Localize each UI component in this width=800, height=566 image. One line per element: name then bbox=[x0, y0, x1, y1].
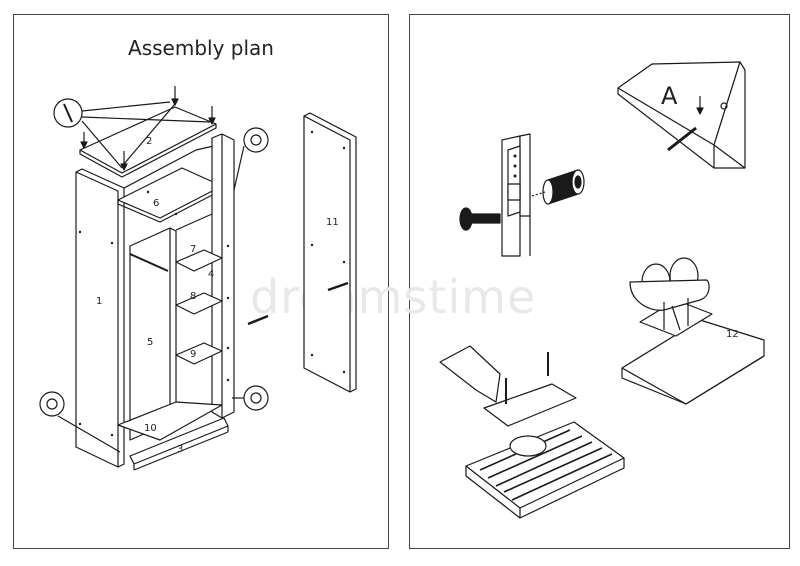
part-label: 12 bbox=[726, 329, 739, 340]
part-label: 3 bbox=[177, 444, 183, 455]
detail-a-corner-screw bbox=[617, 61, 746, 169]
shelf-9 bbox=[175, 342, 223, 365]
part-label: 4 bbox=[208, 269, 214, 280]
part-label: 6 bbox=[153, 198, 159, 209]
panel-10-bottom bbox=[117, 401, 223, 441]
screw-icon bbox=[327, 281, 349, 292]
part-label: 8 bbox=[190, 291, 196, 302]
panel-1-left-side bbox=[75, 171, 119, 468]
cam-lock-callout-icon bbox=[39, 391, 65, 417]
part-label: 10 bbox=[144, 423, 157, 434]
cam-lock-callout-icon bbox=[243, 385, 269, 411]
detail-label-a: A bbox=[661, 82, 678, 110]
cam-lock-callout-icon bbox=[243, 127, 269, 153]
screw-icon bbox=[247, 314, 269, 326]
shelf-7 bbox=[175, 249, 223, 272]
part-label: 11 bbox=[326, 217, 339, 228]
detail-caster-wheel bbox=[621, 257, 765, 405]
wardrobe-exploded-view bbox=[39, 86, 357, 471]
screw-icon bbox=[667, 126, 697, 152]
detail-shelf-support bbox=[459, 133, 585, 257]
shelf-8 bbox=[175, 292, 223, 315]
part-label: 7 bbox=[190, 244, 196, 255]
part-label: 2 bbox=[146, 136, 152, 147]
part-label: 5 bbox=[147, 337, 153, 348]
part-label: 9 bbox=[190, 349, 196, 360]
page-title: Assembly plan bbox=[128, 36, 274, 60]
part-label: 1 bbox=[96, 296, 102, 307]
detail-hinge bbox=[439, 345, 625, 519]
panel-5-divider bbox=[129, 227, 177, 441]
panel-11-door bbox=[303, 115, 351, 393]
